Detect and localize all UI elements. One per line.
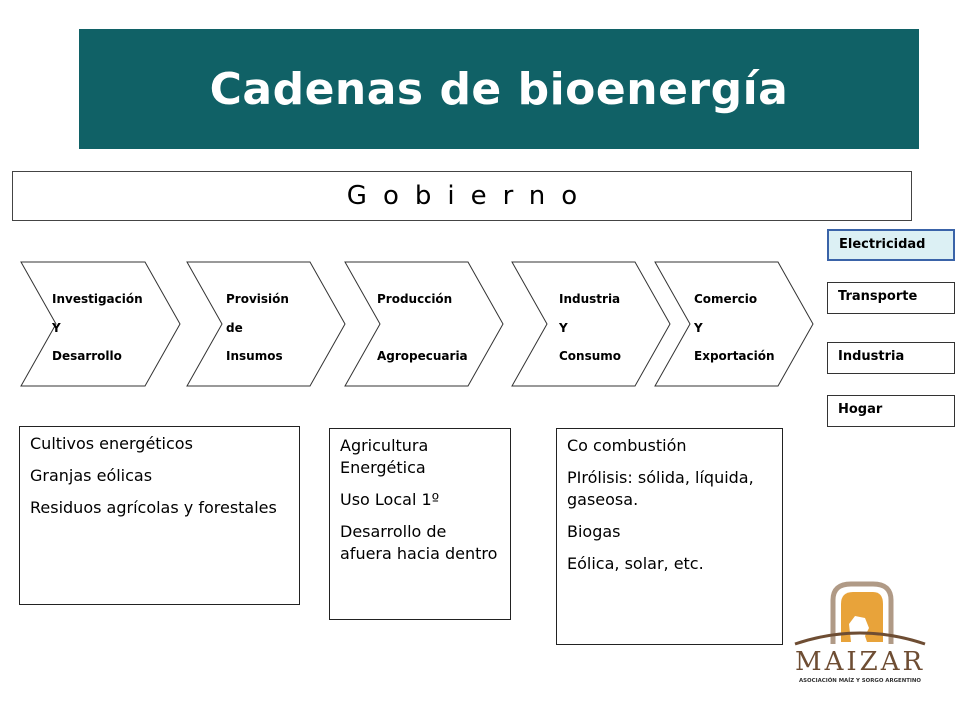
logo-frame-icon <box>830 581 894 644</box>
logo-arc-icon <box>794 631 926 646</box>
chevron-industria <box>511 261 671 387</box>
box-item: Biogas <box>567 522 621 541</box>
chevron-produccion <box>344 261 504 387</box>
box-item: Granjas eólicas <box>30 466 153 485</box>
box-item: Uso Local 1º <box>340 490 440 509</box>
box-item: Residuos agrícolas y forestales <box>30 498 277 517</box>
sector-hogar[interactable]: Hogar <box>827 395 955 427</box>
box-item: PIrólisis: sólida, líquida, gaseosa. <box>567 468 754 509</box>
box-item: Desarrollo de afuera hacia dentro <box>340 522 498 563</box>
title-banner: Cadenas de bioenergía <box>79 29 919 149</box>
logo-subtitle: ASOCIACIÓN MAÍZ Y SORGO ARGENTINO <box>799 676 921 684</box>
box-agricultura: Agricultura Energética Uso Local 1º Desa… <box>329 428 511 620</box>
box-item: Agricultura Energética <box>340 436 429 477</box>
logo-name: MAIZAR <box>795 647 925 677</box>
page-title: Cadenas de bioenergía <box>209 63 789 115</box>
gobierno-label: Gobierno <box>346 181 594 211</box>
sector-electricidad[interactable]: Electricidad <box>827 229 955 261</box>
maizar-logo: MAIZAR ASOCIACIÓN MAÍZ Y SORGO ARGENTINO <box>794 581 926 684</box>
sector-transporte[interactable]: Transporte <box>827 282 955 314</box>
box-item: Eólica, solar, etc. <box>567 554 704 573</box>
logo-map-icon <box>849 616 869 642</box>
chevron-comercio <box>654 261 814 387</box>
chevron-investigacion <box>20 261 181 387</box>
gobierno-bar: Gobierno <box>12 171 912 221</box>
box-tecnologias: Co combustión PIrólisis: sólida, líquida… <box>556 428 783 645</box>
chevron-provision <box>186 261 346 387</box>
box-item: Cultivos energéticos <box>30 434 193 453</box>
box-fuentes: Cultivos energéticos Granjas eólicas Res… <box>19 426 300 605</box>
box-item: Co combustión <box>567 436 687 455</box>
sector-industria[interactable]: Industria <box>827 342 955 374</box>
